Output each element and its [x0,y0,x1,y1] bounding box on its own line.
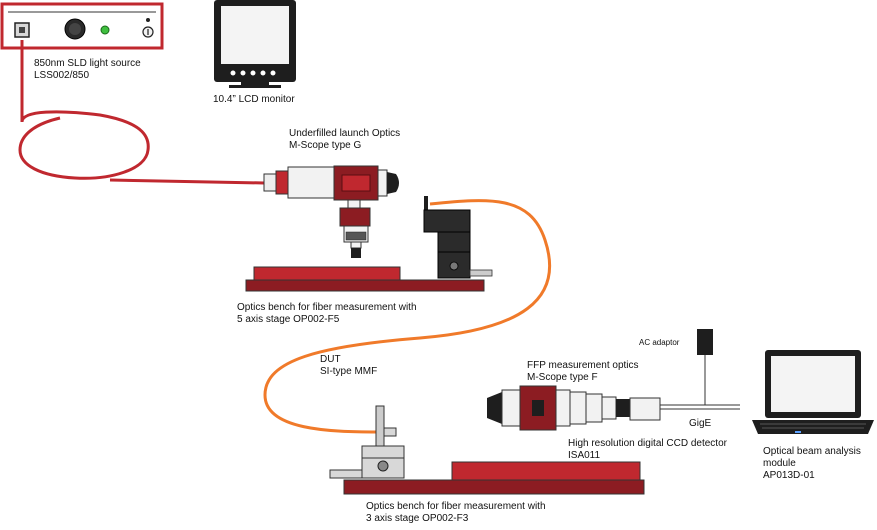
ac-adaptor [697,329,713,405]
lcd-monitor [214,0,296,88]
label-ccd-detector: High resolution digital CCD detector ISA… [568,438,727,461]
optics-bench-3-axis [343,461,645,495]
label-gige: GigE [689,418,712,429]
label-ac-adaptor: AC adaptor [639,338,680,347]
launch-optics [263,165,399,258]
label-dut: DUT SI-type MMF [320,354,378,377]
stage-3-axis [329,405,405,479]
label-light-source: 850nm SLD light source LSS002/850 [34,58,141,81]
sld-light-source [0,2,164,50]
ffp-measurement-optics [487,385,661,431]
label-ffp-optics: FFP measurement optics M-Scope type F [527,360,639,383]
stage-5-axis [423,196,493,279]
source-fiber [18,40,265,185]
gige-cable [660,404,740,410]
label-beam-analysis: Optical beam analysis module AP013D-01 [763,446,861,481]
label-bench-5-axis: Optics bench for fiber measurement with … [237,302,417,325]
laptop [752,350,874,434]
label-lcd-monitor: 10.4” LCD monitor [213,94,295,105]
dut-fiber [263,199,552,434]
label-launch-optics: Underfilled launch Optics M-Scope type G [289,128,401,151]
label-bench-3-axis: Optics bench for fiber measurement with … [366,501,546,524]
optics-bench-5-axis [245,266,485,292]
